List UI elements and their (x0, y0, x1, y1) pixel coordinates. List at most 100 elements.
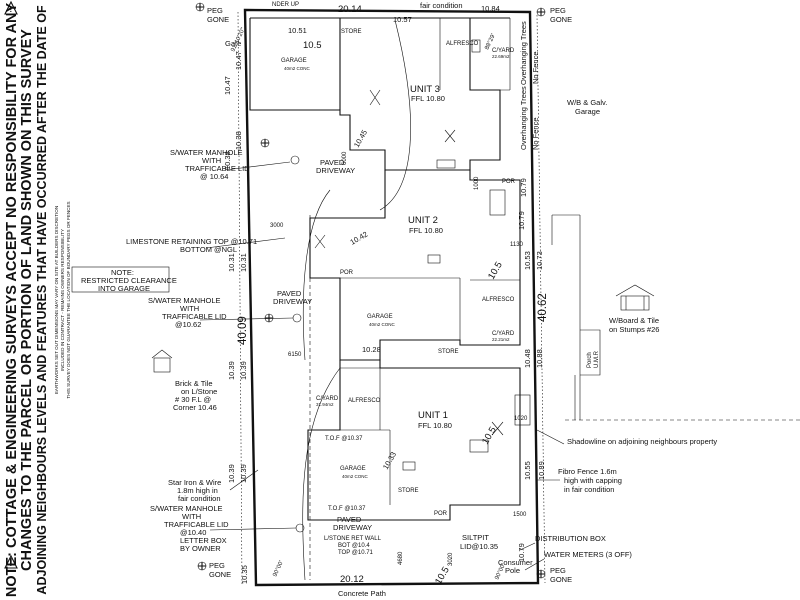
svg-text:PAVED: PAVED (337, 515, 362, 524)
store-3-label: STORE (341, 29, 362, 35)
svg-text:31.94m2: 31.94m2 (316, 402, 334, 407)
svg-text:S/WATER MANHOLE: S/WATER MANHOLE (170, 148, 243, 157)
peg-top-right: PEG GONE (536, 6, 572, 24)
svg-text:10.88: 10.88 (535, 349, 544, 368)
dim-3000: 3000 (270, 223, 284, 229)
svg-text:LETTER BOX: LETTER BOX (180, 536, 227, 545)
angle-bottom-left: 90°00' (272, 560, 285, 578)
garage-2-label: GARAGE (367, 314, 393, 320)
note-small-1: EARTHWORKS SET OUT DIMENSIONS MAY VARY O… (54, 206, 59, 394)
label-nder-up: NDER UP (272, 2, 299, 8)
paved-driveway-2-label: PAVED DRIVEWAY (273, 289, 312, 306)
peg-mid-left (260, 138, 270, 148)
unit-3-name: UNIT 3 (410, 84, 440, 95)
manhole-3-label: S/WATER MANHOLE WITH TRAFFICABLE LID @10… (150, 504, 229, 537)
por-3-label: POR (502, 179, 516, 185)
peg-icon (196, 3, 204, 11)
peg-bottom-right: PEG GONE (536, 566, 572, 584)
neighbour-property-outline (551, 214, 800, 421)
retaining-wall-bottom-label: L/STONE RET WALL BOT @10.4 TOP @10.71 (324, 536, 382, 556)
shadowline-label: Shadowline on adjoining neighbours prope… (567, 437, 717, 446)
svg-text:DRIVEWAY: DRIVEWAY (316, 166, 355, 175)
svg-text:GONE: GONE (209, 570, 231, 579)
courtyard-2-label: C/YARD (492, 331, 515, 337)
porch-label: Porch (587, 352, 593, 368)
svg-text:PEG: PEG (550, 566, 566, 575)
svg-text:BOT @10.4: BOT @10.4 (338, 543, 370, 549)
svg-text:T.O.F @10.37: T.O.F @10.37 (328, 506, 366, 512)
disclaimer-note: NOTE: COTTAGE & ENGINEERING SURVEYS ACCE… (0, 0, 73, 600)
dim-4680: 4680 (398, 551, 404, 565)
svg-text:10.47: 10.47 (234, 51, 243, 70)
svg-text:GONE: GONE (550, 575, 572, 584)
dim-1020: 1020 (514, 416, 528, 422)
svg-text:GONE: GONE (207, 15, 229, 24)
svg-text:10.38: 10.38 (234, 131, 243, 150)
svg-text:WITH: WITH (182, 512, 201, 521)
paved-driveway-3-label: PAVED DRIVEWAY (316, 158, 355, 175)
svg-text:Brick & Tile: Brick & Tile (175, 379, 213, 388)
overhanging-trees-label-2: Overhanging Trees (519, 86, 528, 150)
overhanging-trees-label-1: Overhanging Trees (519, 21, 528, 85)
svg-text:10.39: 10.39 (227, 361, 236, 380)
store-1-label: STORE (398, 488, 419, 494)
svg-text:SILTPIT: SILTPIT (462, 533, 489, 542)
svg-text:L/STONE RET WALL: L/STONE RET WALL (324, 536, 382, 542)
svg-text:high with capping: high with capping (564, 476, 622, 485)
svg-text:on L/Stone: on L/Stone (181, 387, 217, 396)
svg-text:PAVED: PAVED (320, 158, 345, 167)
svg-text:Star Iron & Wire: Star Iron & Wire (168, 478, 221, 487)
water-meters-label: WATER METERS (3 OFF) (544, 550, 632, 559)
note-line-3: ADJOINING NEIGHBOURS LEVELS AND FEATURES… (35, 5, 49, 595)
svg-text:22.69m2: 22.69m2 (492, 54, 510, 59)
retaining-wall-label: LIMESTONE RETAINING TOP @10.71 BOTTOM @N… (126, 237, 257, 254)
svg-text:10.38: 10.38 (223, 151, 232, 170)
manhole-icon (290, 155, 300, 165)
svg-text:W/Board & Tile: W/Board & Tile (609, 316, 659, 325)
paved-driveway-1-label: PAVED DRIVEWAY (333, 515, 372, 532)
svg-text:40m2 CONC: 40m2 CONC (284, 66, 311, 71)
svg-text:LID@10.35: LID@10.35 (460, 542, 498, 551)
neighbour-house-26: W/Board & Tile on Stumps #26 (609, 284, 659, 334)
svg-text:# 30 F.L @: # 30 F.L @ (175, 395, 211, 404)
peg-icon (261, 139, 269, 147)
svg-text:10.53: 10.53 (523, 251, 532, 270)
svg-text:NOTE:: NOTE: (111, 268, 134, 277)
dim-top: 20.14 (338, 4, 362, 15)
svg-text:PAVED: PAVED (277, 289, 302, 298)
consumer-pole-label: Consumer Pole (498, 558, 533, 575)
svg-text:on Stumps #26: on Stumps #26 (609, 325, 659, 334)
dim-top-left-b: 10.5 (303, 40, 322, 51)
svg-text:10.79: 10.79 (517, 211, 526, 230)
peg-icon (537, 8, 545, 16)
restricted-clearance-note: NOTE: RESTRICTED CLEARANCE INTO GARAGE (71, 266, 177, 293)
svg-text:Pole: Pole (505, 566, 520, 575)
svg-text:fair condition: fair condition (178, 494, 221, 503)
peg-top-left: PEG GONE (195, 2, 229, 24)
note-line-1: NOTE: COTTAGE & ENGINEERING SURVEYS ACCE… (4, 3, 20, 598)
svg-text:10.48: 10.48 (523, 349, 532, 368)
lot-boundary (237, 8, 546, 587)
unit-3-ffl: FFL 10.80 (411, 94, 445, 103)
svg-text:10.89: 10.89 (537, 461, 546, 480)
dim-top-right: 10.84 (481, 4, 500, 13)
gate-label: Gate (225, 39, 241, 48)
driveway-curves (302, 19, 411, 581)
svg-text:10.31: 10.31 (227, 253, 236, 272)
unit-1-name: UNIT 1 (418, 410, 448, 421)
svg-text:PEG: PEG (207, 6, 223, 15)
svg-text:!: ! (10, 5, 13, 14)
svg-text:10.39: 10.39 (239, 464, 248, 483)
svg-text:10.33: 10.33 (381, 450, 398, 471)
svg-text:S/WATER MANHOLE: S/WATER MANHOLE (148, 296, 221, 305)
fibro-fence-label: Fibro Fence 1.6m high with capping in fa… (558, 467, 622, 494)
note-line-2: CHANGES TO THE PARCEL OR PORTION OF LAND… (19, 29, 35, 571)
svg-text:10.42: 10.42 (349, 230, 370, 247)
dim-top-left-a: 10.51 (288, 26, 307, 35)
por-2-label: POR (340, 270, 354, 276)
warning-triangle-icon (4, 554, 18, 569)
svg-text:DRIVEWAY: DRIVEWAY (333, 523, 372, 532)
note-small-3: THIS SURVEY DOES NOT GUARANTEE THE LOCAT… (66, 201, 71, 398)
dim-1500: 1500 (513, 512, 527, 518)
svg-text:INTO GARAGE: INTO GARAGE (98, 284, 150, 293)
